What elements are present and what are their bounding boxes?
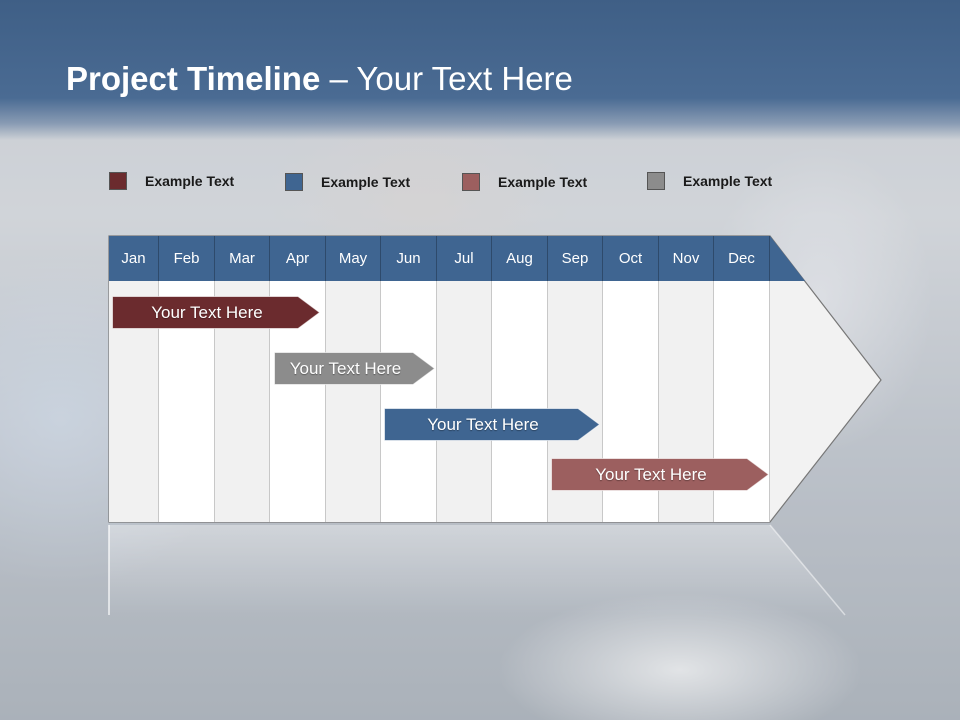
month-label-may: May xyxy=(326,236,381,281)
timeline-reflection xyxy=(109,525,845,615)
slide-title-rest: – Your Text Here xyxy=(320,60,573,97)
month-column-may xyxy=(326,281,381,522)
month-label-feb: Feb xyxy=(159,236,215,281)
legend-item-1: Example Text xyxy=(109,171,234,191)
legend-label-3: Example Text xyxy=(498,174,588,190)
month-label-apr: Apr xyxy=(270,236,326,281)
timeline-header xyxy=(109,236,805,281)
month-label-oct: Oct xyxy=(603,236,659,281)
legend-swatch-3 xyxy=(462,173,480,191)
month-column-aug xyxy=(492,281,548,522)
task-label-4: Your Text Here xyxy=(595,464,707,484)
task-label-2: Your Text Here xyxy=(289,358,402,378)
month-label-aug: Aug xyxy=(492,236,548,281)
legend-item-3: Example Text xyxy=(462,172,587,192)
title-band xyxy=(0,0,960,140)
task-bar-1: Your Text Here xyxy=(112,296,320,329)
month-label-jul: Jul xyxy=(437,236,492,281)
month-column-jul xyxy=(437,281,492,522)
task-label-3: Your Text Here xyxy=(427,414,539,434)
month-label-jan: Jan xyxy=(109,236,159,281)
legend-label-2: Example Text xyxy=(321,174,411,190)
task-label-1: Your Text Here xyxy=(151,302,263,322)
legend-swatch-2 xyxy=(285,173,303,191)
task-bar-3: Your Text Here xyxy=(384,408,600,441)
legend-swatch-4 xyxy=(647,172,665,190)
month-label-jun: Jun xyxy=(381,236,437,281)
legend-label-4: Example Text xyxy=(683,173,773,189)
month-label-nov: Nov xyxy=(659,236,714,281)
legend-label-1: Example Text xyxy=(145,173,235,189)
month-label-mar: Mar xyxy=(215,236,270,281)
month-label-sep: Sep xyxy=(548,236,603,281)
task-bar-2: Your Text Here xyxy=(274,352,435,385)
month-column-jun xyxy=(381,281,437,522)
legend-item-4: Example Text xyxy=(647,171,772,191)
task-bar-4: Your Text Here xyxy=(551,458,769,491)
slide-title: Project Timeline – Your Text Here xyxy=(66,60,573,98)
legend-swatch-1 xyxy=(109,172,127,190)
slide-title-bold: Project Timeline xyxy=(66,60,321,97)
legend-item-2: Example Text xyxy=(285,172,410,192)
month-label-dec: Dec xyxy=(714,236,770,281)
